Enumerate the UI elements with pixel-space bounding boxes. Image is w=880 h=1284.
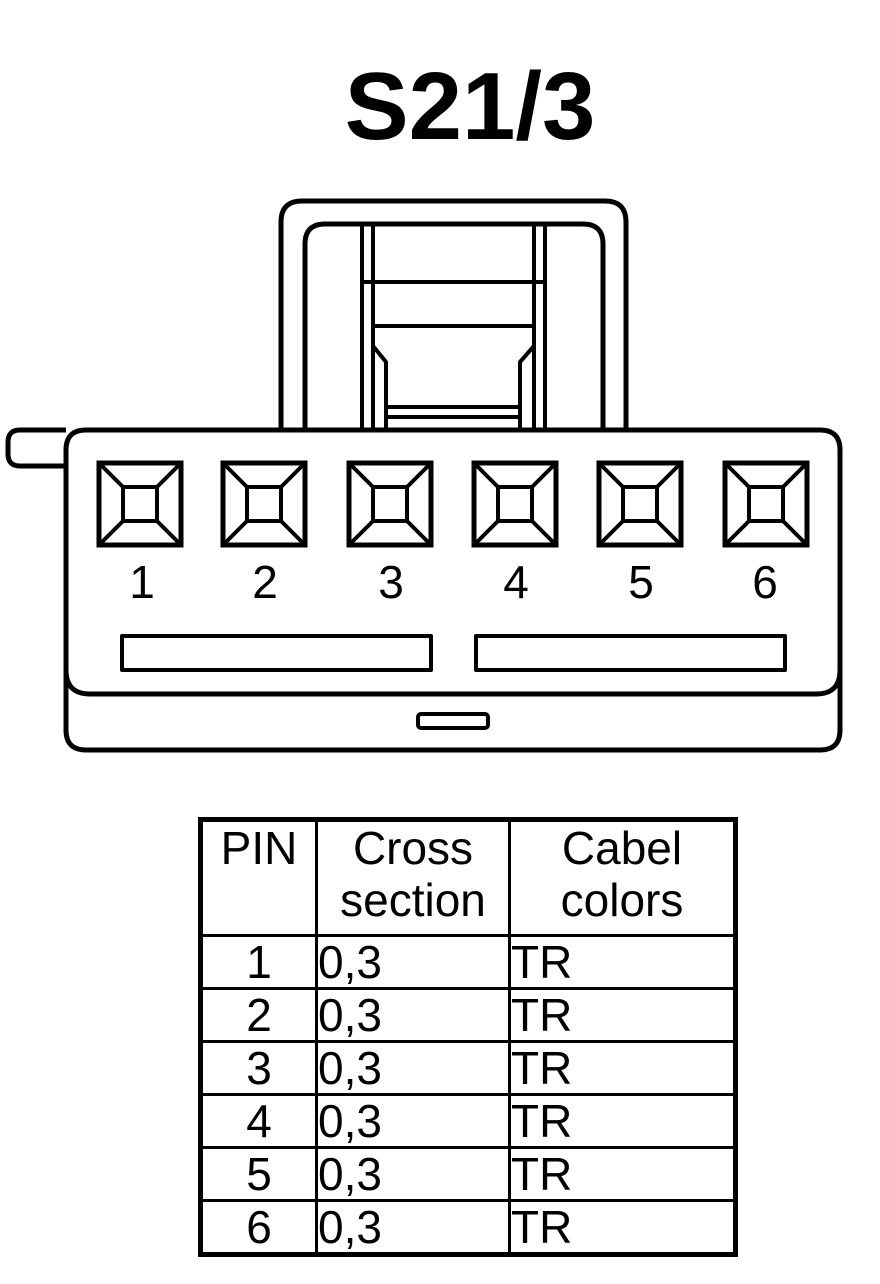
pin-label-3: 3 (378, 556, 404, 608)
cell-cross-section: 0,3 (315, 1146, 511, 1202)
connector-housing (63, 427, 843, 753)
slot-left (120, 634, 433, 672)
cell-cable-color: TR (508, 1093, 737, 1149)
cell-cross-section: 0,3 (315, 1199, 511, 1256)
cell-cable-color: TR (508, 934, 737, 990)
pin-terminal-6 (722, 460, 810, 548)
header-color-line1: Cabel (561, 822, 683, 874)
cell-cross-section: 0,3 (315, 1040, 511, 1096)
pin-label-1: 1 (129, 556, 155, 608)
pin-label-4: 4 (503, 556, 529, 608)
pin-label-2: 2 (252, 556, 278, 608)
latch-outer (278, 198, 629, 432)
key-slot (416, 712, 490, 730)
cell-pin: 2 (199, 987, 318, 1043)
pin-assignment-table: PIN Cross section Cabel colors 1 0,3 TR … (198, 817, 738, 1257)
header-pin-label: PIN (220, 822, 298, 874)
cell-cross-section: 0,3 (315, 934, 511, 990)
cell-cable-color: TR (508, 1040, 737, 1096)
pin-terminal-4 (471, 460, 559, 548)
pin-terminal-3 (346, 460, 434, 548)
pin-terminal-2 (220, 460, 308, 548)
cell-cross-section: 0,3 (315, 987, 511, 1043)
cell-pin: 3 (199, 1040, 318, 1096)
side-tab (5, 427, 66, 469)
cell-cable-color: TR (508, 1146, 737, 1202)
pin-label-6: 6 (752, 556, 778, 608)
header-cross-line2: section (340, 874, 486, 926)
connector-diagram: 1 2 3 4 5 6 (5, 198, 843, 753)
pin-terminal-5 (596, 460, 684, 548)
header-pin: PIN (199, 818, 318, 937)
cell-pin: 5 (199, 1146, 318, 1202)
header-cable-colors: Cabel colors (508, 818, 737, 937)
header-cross-section: Cross section (315, 818, 511, 937)
table-header-row: PIN Cross section Cabel colors (199, 818, 737, 937)
pin-label-5: 5 (628, 556, 654, 608)
table-row: 4 0,3 TR (199, 1093, 737, 1149)
slot-right (474, 634, 787, 672)
latch-inner (302, 221, 606, 432)
header-cross-line1: Cross (352, 822, 474, 874)
latch-tongue (360, 224, 547, 432)
cell-cable-color: TR (508, 987, 737, 1043)
table-row: 3 0,3 TR (199, 1040, 737, 1096)
header-color-line2: colors (560, 874, 684, 926)
housing-step (63, 669, 843, 697)
table-row: 2 0,3 TR (199, 987, 737, 1043)
table-row: 1 0,3 TR (199, 934, 737, 990)
table-row: 6 0,3 TR (199, 1199, 737, 1256)
pin-terminal-1 (96, 460, 184, 548)
cell-cable-color: TR (508, 1199, 737, 1256)
cell-pin: 1 (199, 934, 318, 990)
cell-pin: 6 (199, 1199, 318, 1256)
cell-pin: 4 (199, 1093, 318, 1149)
cell-cross-section: 0,3 (315, 1093, 511, 1149)
table-row: 5 0,3 TR (199, 1146, 737, 1202)
connector-title: S21/3 (344, 53, 596, 160)
